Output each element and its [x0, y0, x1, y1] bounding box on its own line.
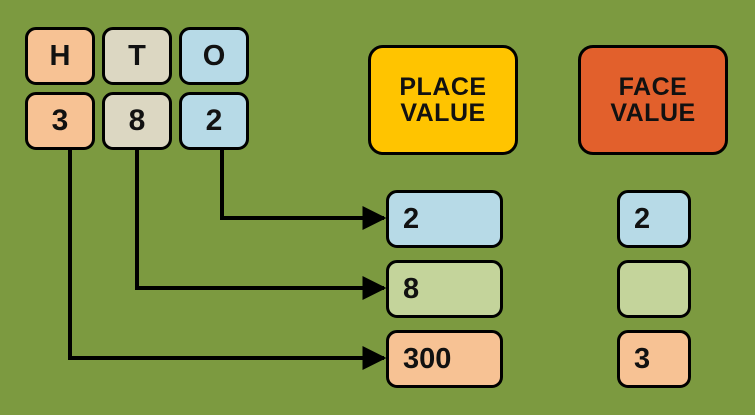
place-value-hundreds-label: 300 — [403, 342, 452, 375]
digit-ones-label: 2 — [205, 104, 223, 138]
face-value-hundreds: 3 — [617, 330, 691, 388]
place-value-banner-line1: PLACE — [399, 72, 487, 101]
place-value-ones: 2 — [386, 190, 503, 248]
place-value-hundreds: 300 — [386, 330, 503, 388]
place-value-ones-label: 2 — [403, 202, 420, 235]
digit-hundreds-label: 3 — [51, 104, 69, 138]
digit-tens: 8 — [102, 92, 172, 150]
face-value-hundreds-label: 3 — [634, 342, 651, 375]
place-header-tens: T — [102, 27, 172, 85]
face-value-ones-label: 2 — [634, 202, 651, 235]
place-header-ones-label: O — [202, 39, 226, 72]
digit-hundreds: 3 — [25, 92, 95, 150]
place-value-tens: 8 — [386, 260, 503, 318]
face-value-ones: 2 — [617, 190, 691, 248]
connector-ones — [220, 150, 387, 230]
place-header-hundreds: H — [25, 27, 95, 85]
connector-tens — [135, 150, 387, 300]
connector-hundreds — [68, 150, 387, 370]
digit-ones: 2 — [179, 92, 249, 150]
place-value-banner: PLACE VALUE — [368, 45, 518, 155]
place-value-tens-label: 8 — [403, 272, 420, 305]
place-header-hundreds-label: H — [49, 39, 71, 72]
digit-tens-label: 8 — [128, 104, 146, 138]
place-value-banner-line2: VALUE — [400, 99, 486, 127]
face-value-banner: FACE VALUE — [578, 45, 728, 155]
place-header-ones: O — [179, 27, 249, 85]
face-value-banner-line2: VALUE — [610, 99, 696, 127]
face-value-banner-line1: FACE — [618, 72, 688, 101]
face-value-tens — [617, 260, 691, 318]
place-header-tens-label: T — [128, 39, 146, 72]
